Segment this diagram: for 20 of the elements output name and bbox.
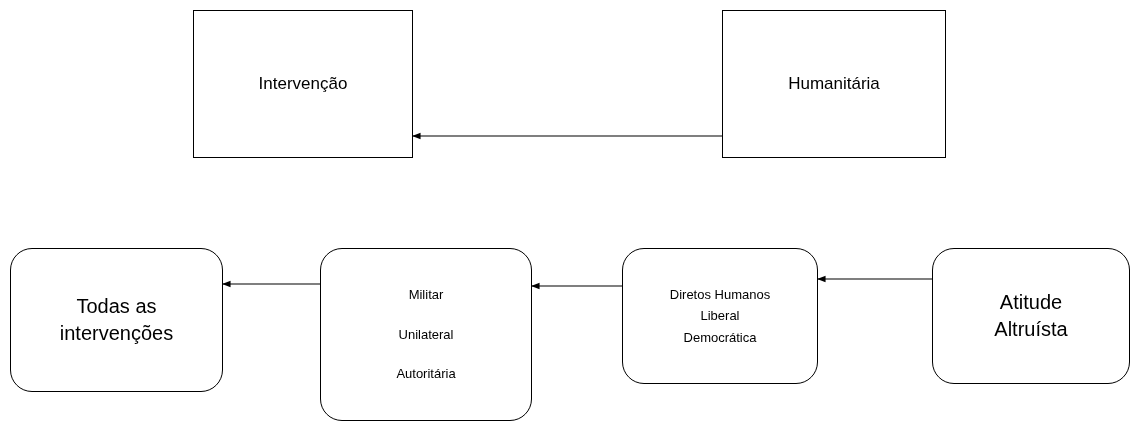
node-label: Militar [408,286,444,304]
node-label: Humanitária [788,72,880,95]
node-label: Todas as intervenções [58,294,175,346]
rounded-box [10,248,223,392]
node-label: Atitude Altruísta [993,290,1069,342]
process-box [722,10,946,158]
arrow [531,282,623,290]
node-label: Liberal [700,307,740,325]
arrow [412,132,723,140]
node-label: Unilateral [398,325,454,344]
node-label: Autoritária [396,365,456,383]
node-label: Diretos Humanos [669,285,771,304]
node-label: Democrática [683,328,757,347]
arrow [222,280,321,288]
node-label: Intervenção [258,72,348,95]
rounded-box [320,248,532,421]
process-box [193,10,413,158]
rounded-box [932,248,1130,384]
arrow [817,275,933,283]
rounded-box [622,248,818,384]
